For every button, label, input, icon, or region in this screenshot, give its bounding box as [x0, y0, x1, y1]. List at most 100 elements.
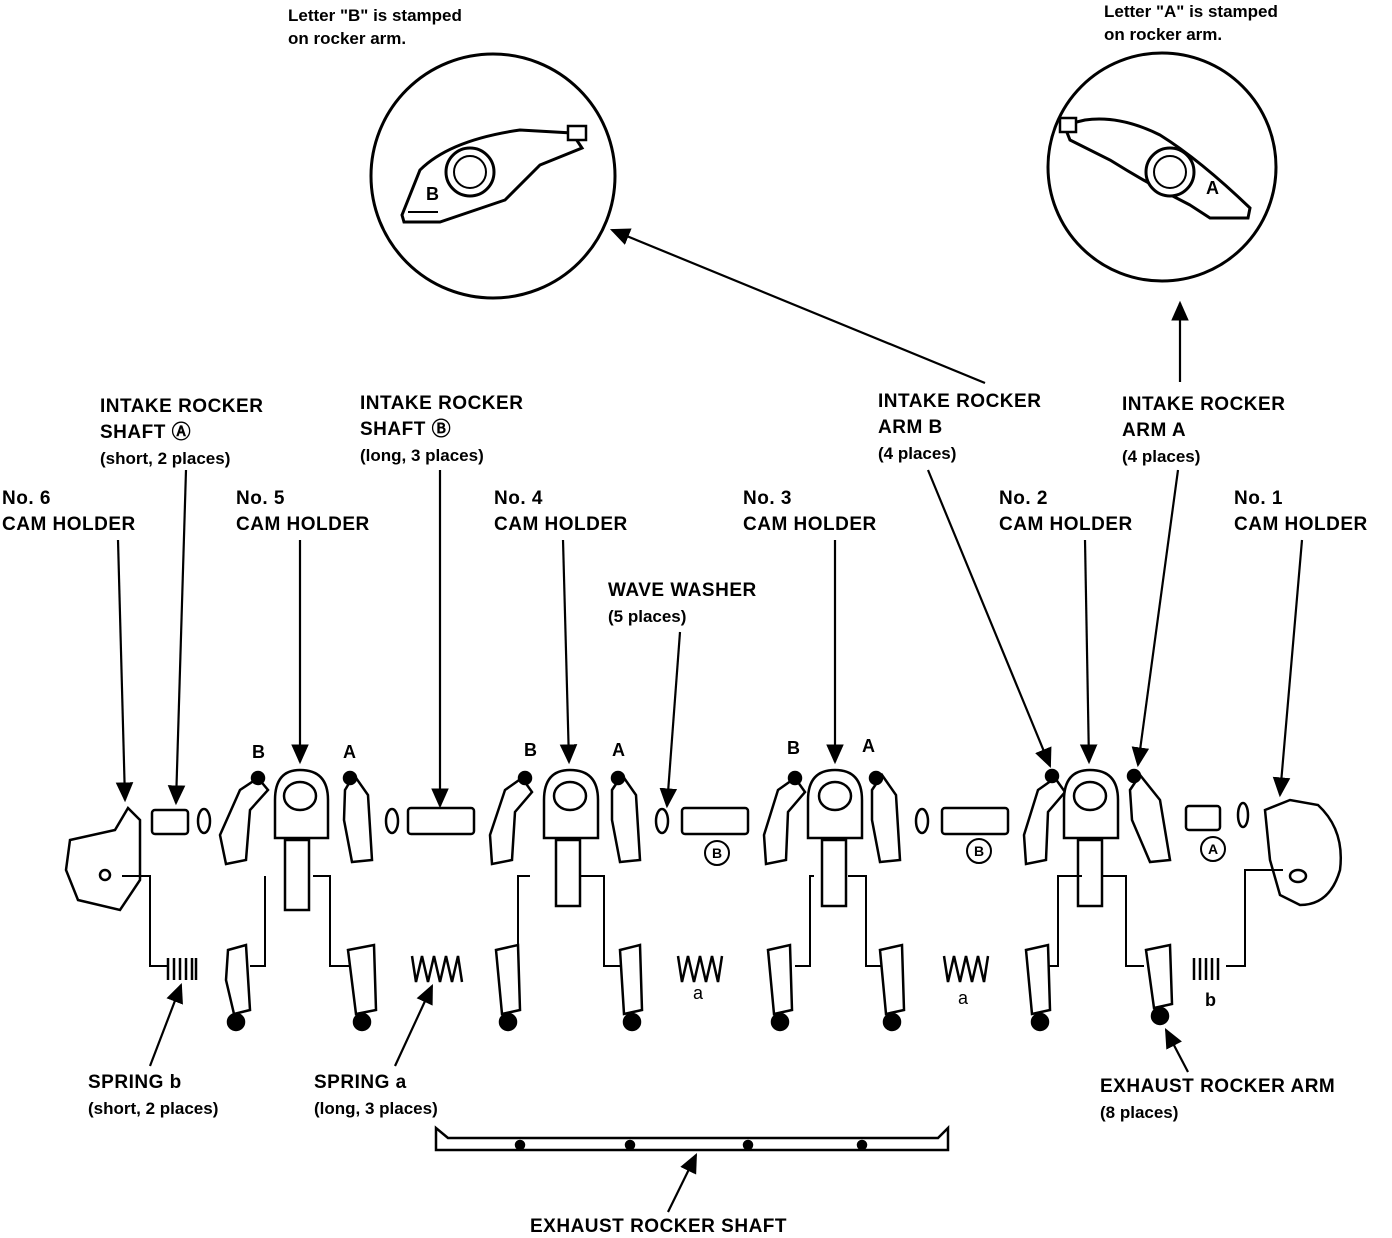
intake-arm-a-4 — [1128, 772, 1172, 864]
intake-shaft-a-right — [1184, 804, 1222, 832]
cam-holder-2-base — [1076, 838, 1104, 908]
label-spring-a: SPRING a (long, 3 places) — [314, 1070, 438, 1122]
tag-shaft-a-1: A — [1200, 836, 1226, 862]
label-exhaust-rocker-shaft: EXHAUST ROCKER SHAFT — [530, 1214, 787, 1238]
label-cam-holder-6: No. 6 CAM HOLDER — [2, 486, 136, 538]
cam-holder-5-base — [283, 838, 311, 912]
stamp-b-note-line2: on rocker arm. — [288, 29, 407, 48]
exhaust-rocker-arms — [224, 943, 1174, 1032]
wave-washer-5 — [1236, 801, 1250, 829]
label-line: EXHAUST ROCKER SHAFT — [530, 1216, 788, 1237]
label-line: SPRING b — [88, 1072, 182, 1093]
exhaust-rocker-shaft — [434, 1124, 950, 1152]
label-line: CAM HOLDER — [236, 514, 370, 535]
intake-shaft-row — [64, 768, 1342, 912]
tag-arm-a-1: A — [343, 742, 356, 762]
label-cam-holder-1: No. 1 CAM HOLDER — [1234, 486, 1368, 538]
leader-spring-b — [148, 982, 183, 1067]
label-line: (short, 2 places) — [100, 449, 231, 468]
stamp-b-note: Letter "B" is stamped on rocker arm. — [288, 4, 462, 50]
stamp-b-note-line1: Letter "B" is stamped — [288, 6, 462, 25]
intake-arm-b-2 — [488, 776, 534, 866]
exhaust-arm-4 — [618, 943, 644, 1032]
label-line: ARM A — [1122, 420, 1187, 441]
exhaust-arm-2 — [346, 943, 378, 1032]
label-line: INTAKE ROCKER — [100, 396, 264, 417]
cam-holder-4-base — [554, 838, 582, 908]
leader-exhaust-arm — [1164, 1028, 1189, 1073]
exhaust-arm-1 — [224, 943, 252, 1032]
spring-b-2 — [1192, 958, 1220, 980]
leader-cam4 — [559, 539, 578, 765]
label-line: (4 places) — [1122, 447, 1201, 466]
label-line: No. 1 — [1234, 488, 1283, 509]
leader-wave-washer — [659, 631, 682, 809]
label-line: No. 3 — [743, 488, 792, 509]
exhaust-connection-lines — [122, 869, 1283, 967]
intake-shaft-a-left — [150, 808, 190, 836]
label-line: No. 6 — [2, 488, 51, 509]
cam-holder-6 — [64, 805, 142, 912]
tag-arm-b-2: B — [524, 740, 537, 760]
leader-exhaust-shaft — [667, 1153, 697, 1213]
label-line: SHAFT Ⓐ — [100, 422, 192, 443]
wave-washer-3 — [654, 807, 670, 835]
leader-arm-a — [1131, 469, 1180, 768]
label-line: ARM B — [878, 417, 943, 438]
label-line: CAM HOLDER — [2, 514, 136, 535]
intake-shaft-b-3 — [940, 806, 1010, 836]
label-line: CAM HOLDER — [999, 514, 1133, 535]
label-line: SHAFT Ⓑ — [360, 419, 452, 440]
tag-shaft-b-1: B — [704, 840, 730, 866]
detail-letter-b: B — [426, 184, 439, 204]
tag-spring-b-1: b — [1205, 990, 1216, 1010]
leader-cam2 — [1079, 539, 1098, 765]
tag-arm-b-3: B — [787, 738, 800, 758]
spring-a-1 — [410, 955, 464, 983]
label-line: (long, 3 places) — [360, 446, 484, 465]
stamp-a-note-line1: Letter "A" is stamped — [1104, 2, 1278, 21]
intake-arm-b-4 — [1022, 776, 1067, 866]
label-cam-holder-3: No. 3 CAM HOLDER — [743, 486, 877, 538]
label-line: No. 4 — [494, 488, 543, 509]
springs — [166, 955, 1220, 983]
leader-arm-b — [926, 469, 1052, 769]
intake-shaft-b-1 — [406, 806, 476, 836]
leader-shaft-a — [167, 469, 188, 806]
label-wave-washer: WAVE WASHER (5 places) — [608, 578, 757, 630]
label-line: CAM HOLDER — [494, 514, 628, 535]
leader-cam1 — [1272, 539, 1304, 798]
leader-lines — [115, 228, 1304, 1213]
tag-spring-a-1: a — [693, 983, 704, 1003]
label-line: (long, 3 places) — [314, 1099, 438, 1118]
intake-arm-a-1 — [342, 772, 374, 864]
label-spring-b: SPRING b (short, 2 places) — [88, 1070, 218, 1122]
label-line: (8 places) — [1100, 1103, 1179, 1122]
intake-shaft-b-2 — [680, 806, 750, 836]
intake-arm-a-2 — [610, 772, 642, 864]
leader-spring-a — [394, 984, 433, 1067]
spring-a-3 — [942, 955, 990, 983]
tag-arm-a-3: A — [862, 736, 875, 756]
label-line: (short, 2 places) — [88, 1099, 219, 1118]
label-intake-shaft-a: INTAKE ROCKER SHAFT Ⓐ (short, 2 places) — [100, 394, 263, 472]
leader-cam6 — [115, 539, 134, 803]
label-intake-arm-a: INTAKE ROCKER ARM A (4 places) — [1122, 392, 1285, 470]
exhaust-arm-8 — [1144, 943, 1174, 1026]
exhaust-arm-7 — [1024, 943, 1052, 1032]
wave-washer-2 — [384, 807, 400, 835]
detail-circle-rocker-arm-a — [1046, 51, 1278, 283]
stamp-a-note: Letter "A" is stamped on rocker arm. — [1104, 0, 1278, 46]
wave-washer-1 — [196, 807, 212, 835]
cam-holder-1 — [1263, 798, 1342, 907]
spring-a-2 — [676, 955, 724, 983]
intake-arm-b-3 — [762, 776, 807, 866]
intake-arm-a-3 — [870, 772, 902, 864]
leader-arm-b-to-detail — [609, 228, 986, 385]
label-line: CAM HOLDER — [1234, 514, 1368, 535]
label-line: EXHAUST ROCKER ARM — [1100, 1076, 1336, 1097]
tag-arm-b-1: B — [252, 742, 265, 762]
label-line: INTAKE ROCKER — [1122, 394, 1286, 415]
